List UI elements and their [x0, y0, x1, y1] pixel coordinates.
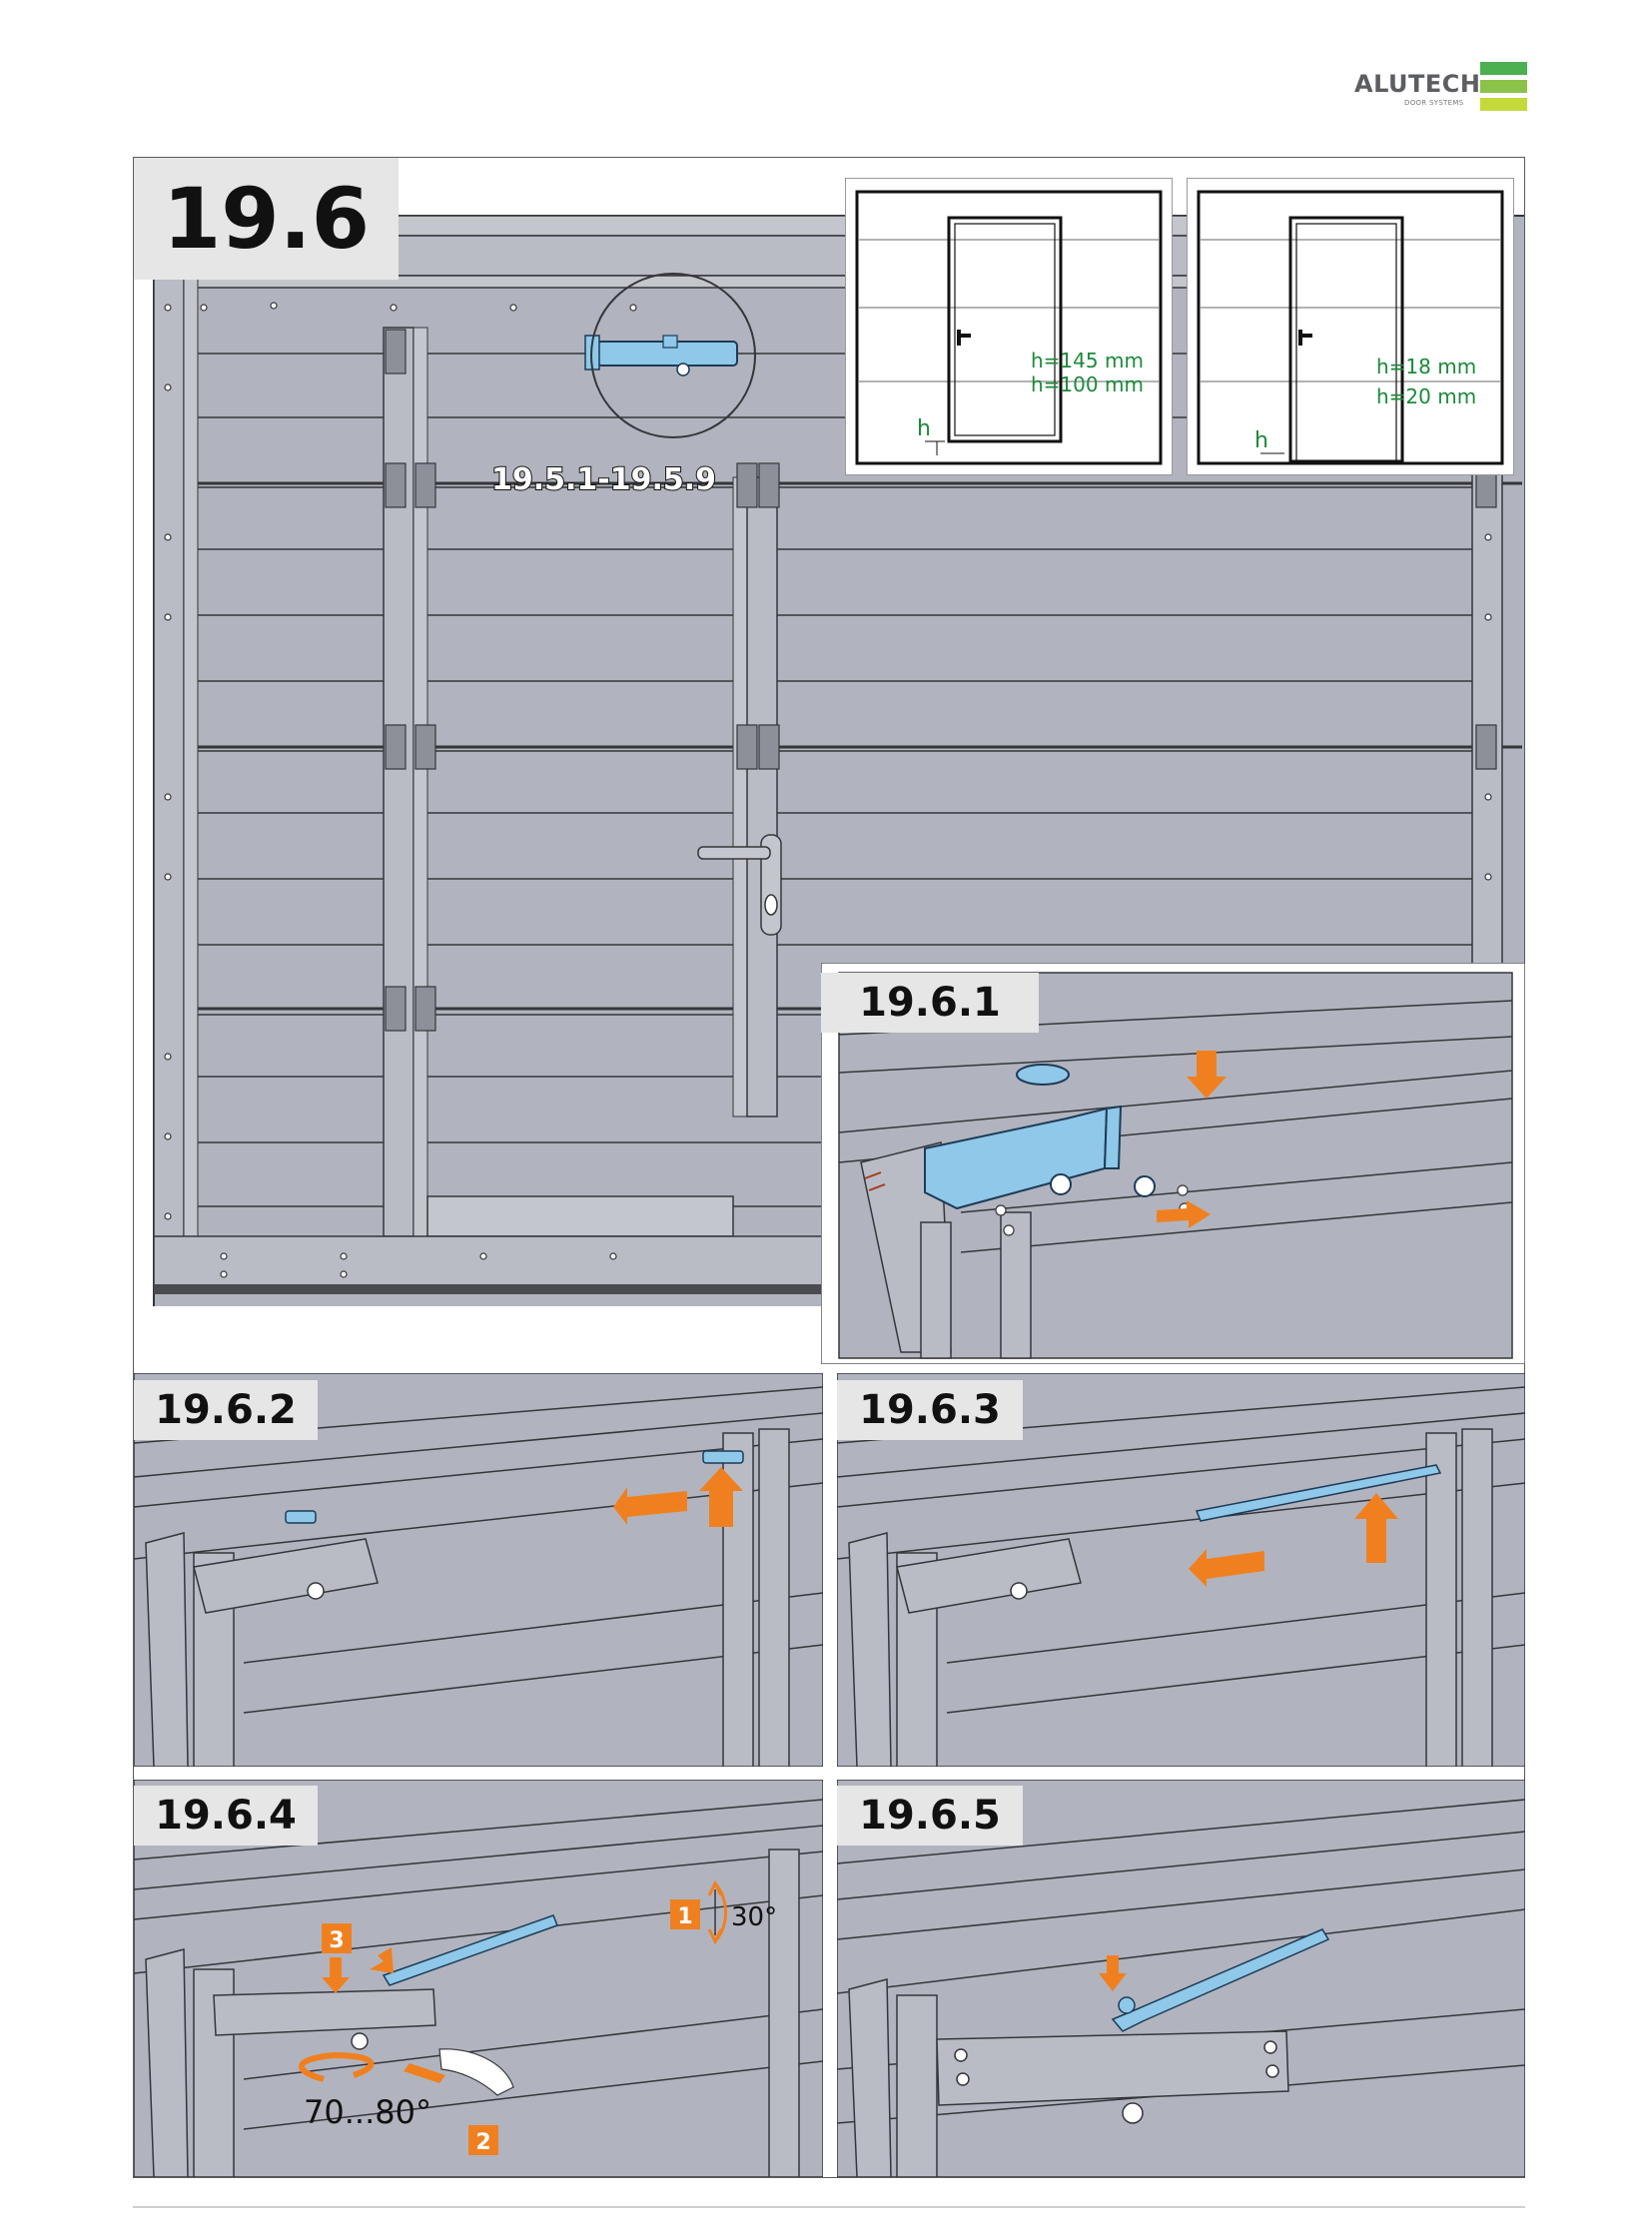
angle-label: 30°	[731, 1902, 777, 1932]
substep-19-6-4-illustration: 1 2 3 30° 70...80°	[134, 1780, 823, 2177]
range-label: 70...80°	[304, 2093, 431, 2131]
brand-name: ALUTECH	[1354, 70, 1481, 98]
reference-label: 19.5.1-19.5.9	[491, 462, 716, 497]
substep-19-6-1-title: 19.6.1	[821, 973, 1039, 1033]
inset-right-h-label: h	[1254, 428, 1268, 453]
inset-left-diagram: h h=145 mm h=100 mm	[845, 178, 1173, 475]
inset-right-measure-1: h=18 mm	[1376, 355, 1476, 378]
badge-2: 2	[475, 2130, 490, 2155]
badge-3: 3	[329, 1928, 344, 1953]
brand-tagline: DOOR SYSTEMS	[1404, 99, 1464, 107]
substep-19-6-2-title: 19.6.2	[134, 1380, 318, 1440]
substep-19-6-3-illustration	[837, 1373, 1525, 1767]
bottom-rule	[133, 2206, 1525, 2208]
badge-1: 1	[677, 1904, 692, 1929]
substep-19-6-5-title: 19.6.5	[837, 1786, 1023, 1846]
substep-19-6-5-illustration	[837, 1780, 1525, 2177]
inset-left-measure-1: h=145 mm	[1031, 349, 1144, 373]
inset-left-measure-2: h=100 mm	[1031, 373, 1144, 396]
substep-19-6-4-title: 19.6.4	[134, 1786, 318, 1846]
substep-19-6-3-title: 19.6.3	[837, 1380, 1023, 1440]
inset-right-diagram: h h=18 mm h=20 mm	[1187, 178, 1514, 475]
inset-left-h-label: h	[917, 416, 931, 441]
main-step-title: 19.6	[134, 158, 399, 280]
brand-logo-icon	[1480, 62, 1527, 111]
inset-right-measure-2: h=20 mm	[1376, 384, 1476, 408]
